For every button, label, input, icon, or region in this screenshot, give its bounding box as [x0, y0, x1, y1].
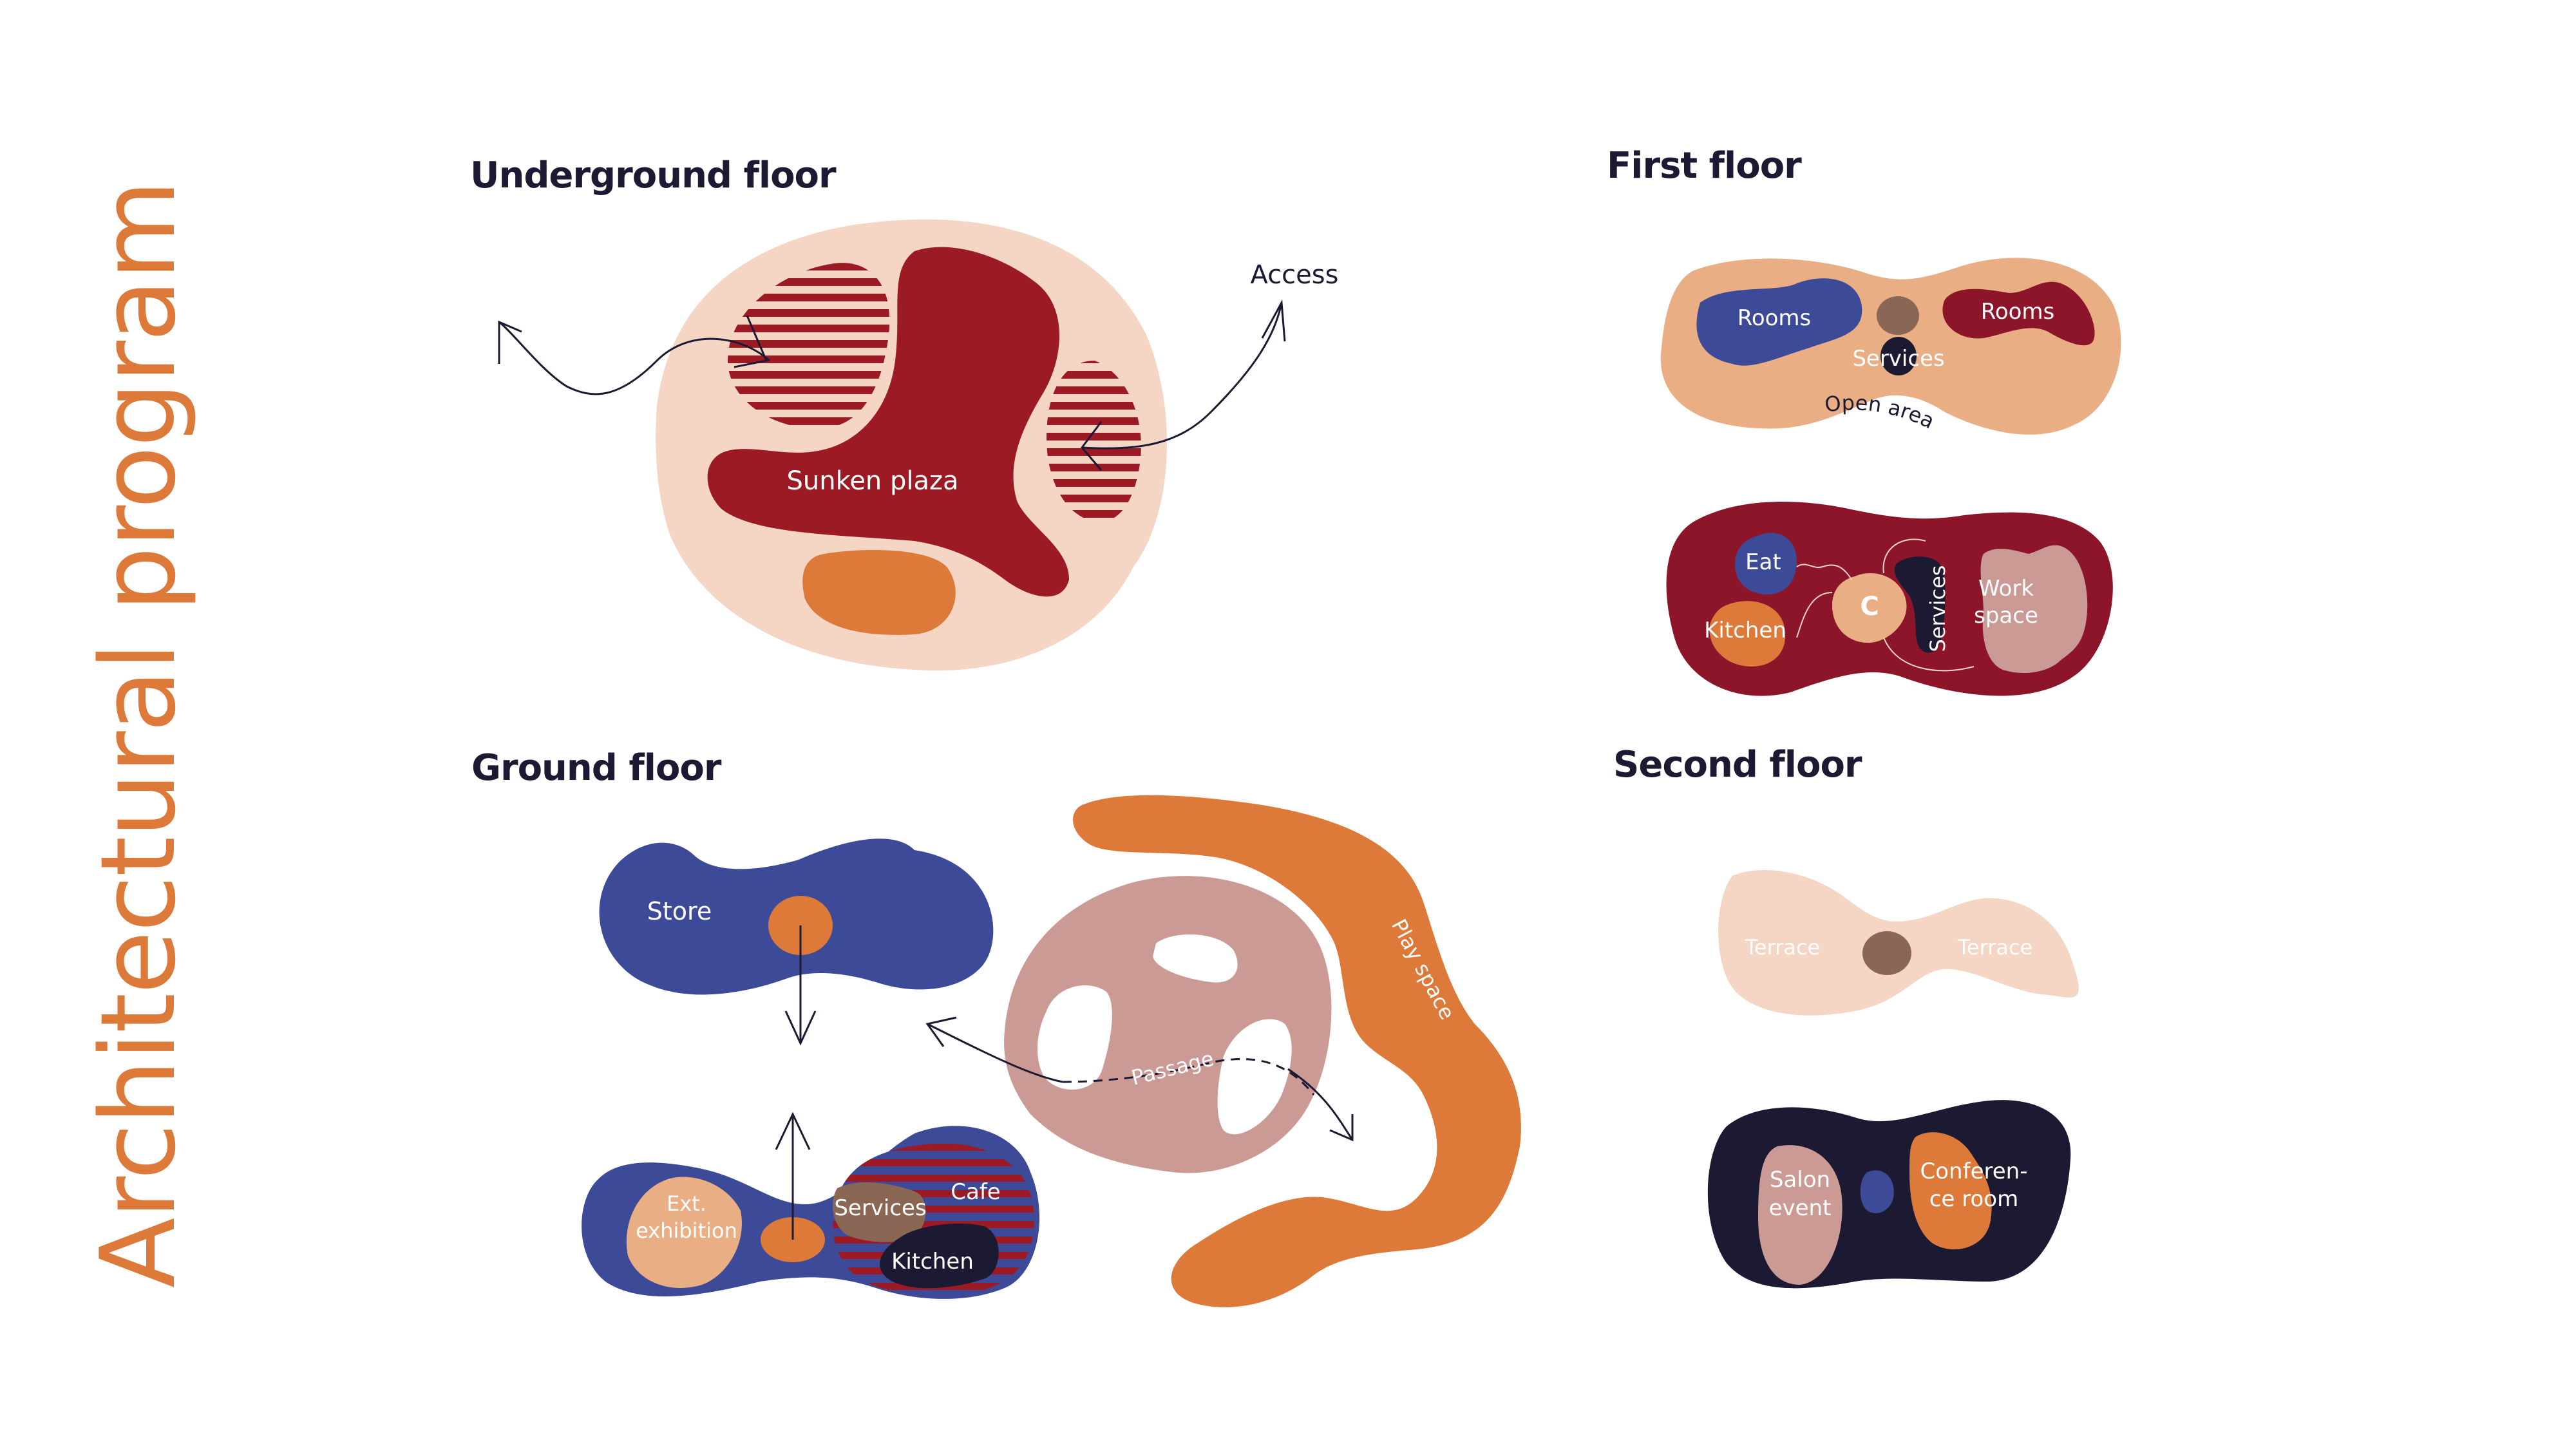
ext-exhibition-label-line1: Ext.: [667, 1191, 706, 1216]
sunken-plaza-label: Sunken plaza: [786, 466, 958, 496]
underground-floor-title: Underground floor: [470, 155, 837, 196]
eat-area: [1735, 533, 1797, 595]
conference-room-label-line1: Conferen-: [1920, 1159, 2028, 1184]
flow-arrow-icon: [1796, 592, 1833, 638]
flow-arrow-icon: [1883, 637, 1975, 672]
arrowhead-icon: [734, 315, 768, 368]
flow-arrow-icon: [1796, 564, 1852, 580]
work-space-label-line1: Work: [1978, 576, 2034, 601]
cafe-label: Cafe: [951, 1179, 1000, 1205]
ext-exhibition-label-line2: exhibition: [636, 1218, 737, 1243]
salon-event-label-line1: Salon: [1770, 1167, 1830, 1193]
first-floor-rooms-right-label: Rooms: [1981, 299, 2055, 325]
first-floor-services-label: Services: [1852, 346, 1944, 372]
salon-event-area: [1758, 1145, 1842, 1285]
eat-label: Eat: [1745, 549, 1781, 575]
ground-services-area: [832, 1182, 926, 1242]
terrace-right-label: Terrace: [1957, 935, 2032, 960]
first-floor-kitchen-area: [1709, 601, 1786, 667]
passage-void: [1037, 985, 1112, 1090]
second-floor-upper-plan: Terrace Terrace: [1718, 870, 2079, 1016]
first-floor-rooms-left: [1696, 278, 1862, 366]
first-floor-rooms-left-label: Rooms: [1738, 305, 1812, 331]
underground-striped-area-left: [728, 263, 890, 429]
arrowhead-icon: [1081, 421, 1103, 471]
first-floor-lower-plan: Eat Kitchen C Services Work space: [1666, 501, 2113, 696]
arrowhead-icon: [775, 1112, 811, 1150]
access-label: Access: [1251, 260, 1339, 290]
underground-floor-plan: Sunken plaza Access: [498, 219, 1339, 671]
first-floor-services-core: [1880, 337, 1917, 375]
underground-access-arrow-right: [1081, 302, 1283, 450]
work-space-area: [1980, 545, 2088, 673]
arrowhead-icon: [498, 320, 522, 364]
conference-room-label-line2: ce room: [1929, 1186, 2018, 1212]
flow-arrow-icon: [1882, 538, 1926, 574]
passage-arrow-end: [1287, 1068, 1354, 1141]
passage-void: [1153, 934, 1238, 983]
first-floor-rooms-right: [1942, 281, 2095, 346]
first-floor-core: [1877, 296, 1919, 335]
ground-floor-plan: Store Ext. exhibition Services Cafe Kitc…: [582, 795, 1521, 1307]
core-c-area: [1832, 573, 1907, 643]
arrowhead-icon: [925, 1016, 957, 1047]
passage-arrow: [927, 1023, 1063, 1083]
arrowhead-icon: [1329, 1114, 1354, 1142]
conference-room-area: [1909, 1132, 1992, 1249]
arrowhead-icon: [784, 1010, 817, 1046]
ground-services-label: Services: [834, 1195, 926, 1221]
terrace-left-label: Terrace: [1745, 935, 1820, 960]
underground-access-arrow-left: [498, 321, 770, 395]
second-floor-title: Second floor: [1613, 744, 1862, 786]
core-c-label: C: [1860, 592, 1879, 621]
arrowhead-icon: [1261, 299, 1286, 342]
first-floor-lower-services-label: Services: [1926, 565, 1950, 652]
second-floor-blue-core: [1860, 1170, 1894, 1213]
first-floor-upper-plan: Rooms Rooms Services Open area: [1660, 258, 2121, 435]
ground-floor-title: Ground floor: [471, 747, 721, 789]
ground-kitchen-area: [880, 1224, 999, 1289]
first-floor-title: First floor: [1607, 145, 1802, 187]
first-floor-lower-services-area: [1894, 556, 1946, 653]
second-floor-lower-plan: Salon event Conferen- ce room: [1707, 1100, 2071, 1289]
second-floor-core: [1862, 931, 1911, 975]
salon-event-label-line2: event: [1769, 1195, 1832, 1221]
store-label: Store: [647, 897, 712, 925]
work-space-label-line2: space: [1974, 603, 2038, 629]
underground-orange-area: [802, 550, 956, 635]
ext-exhibition-area: [626, 1177, 742, 1288]
passage-void: [1217, 1019, 1292, 1135]
ground-kitchen-label: Kitchen: [891, 1249, 974, 1274]
underground-striped-area-right: [1046, 361, 1141, 522]
sunken-plaza-area: [707, 247, 1069, 597]
first-floor-kitchen-label: Kitchen: [1704, 618, 1786, 643]
play-space-area: [1073, 795, 1521, 1307]
